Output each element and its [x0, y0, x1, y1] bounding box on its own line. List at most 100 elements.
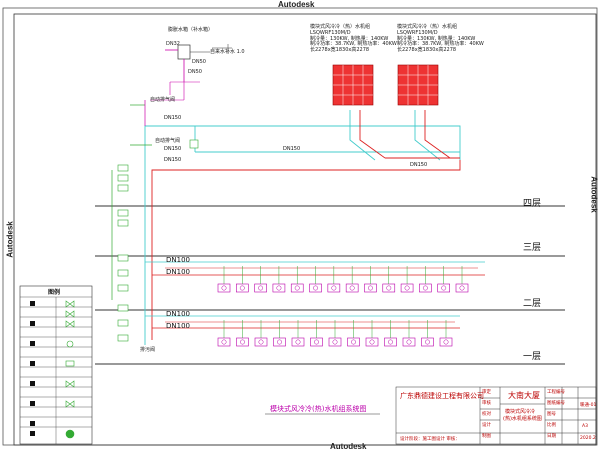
fan-icon	[406, 339, 412, 345]
watermark-right: Autodesk	[589, 176, 599, 213]
dn100-label-2: DN100	[166, 268, 190, 276]
fan-coil-unit	[217, 283, 231, 293]
fan-coil-unit	[400, 283, 414, 293]
fan-coil-unit	[273, 337, 286, 347]
fan-coil-unit	[364, 283, 377, 293]
floor-3-label: 三层	[523, 243, 542, 253]
drawing-name-2: (热)水机组系统图	[503, 416, 542, 422]
fan-icon	[441, 285, 447, 291]
fan-coil-unit	[437, 283, 450, 293]
fan-icon	[349, 285, 355, 291]
dn100-label-1: DN100	[166, 256, 190, 264]
floor-lines	[95, 205, 565, 365]
fan-icon	[313, 285, 318, 291]
drawing-name-1: 模块式风冷冷	[505, 409, 536, 415]
dn150-label-a: DN150	[164, 115, 182, 121]
fan-coil-unit	[328, 337, 342, 347]
fan-coil-unit	[254, 337, 268, 347]
fan-icon	[351, 339, 356, 345]
fan-icon	[221, 339, 227, 345]
fan-coil-unit	[421, 337, 434, 347]
fan-coil-unit	[382, 283, 396, 293]
fan-coil-unit	[439, 337, 453, 347]
fan-coil-unit	[272, 283, 286, 293]
dn150-label-d: DN150	[283, 146, 301, 152]
dn50-label-a: DN50	[188, 69, 202, 75]
legend-title: 图例	[48, 289, 61, 296]
fan-coil-unit	[217, 337, 231, 347]
floor-4-label: 四层	[523, 199, 542, 209]
dn100-label-4: DN100	[166, 322, 190, 330]
legend-rows	[20, 296, 92, 444]
water-supply-note: 自来水补水 1.0	[210, 49, 245, 55]
watermark-top: Autodesk	[278, 0, 315, 9]
fan-icon	[239, 285, 245, 291]
chiller-unit-2	[397, 64, 439, 106]
floor-1-label: 一层	[523, 352, 542, 362]
legend-symbols	[65, 300, 75, 439]
fan-icon	[368, 285, 373, 291]
floor-2-fan-coils	[217, 266, 469, 293]
title-block-fields: 工程编号 图纸编号 图号 比例 日期	[547, 390, 565, 439]
fan-icon	[331, 285, 337, 291]
fan-coil-unit	[365, 337, 379, 347]
legend-black-symbols	[30, 301, 35, 436]
dn150-label-c: DN150	[164, 157, 182, 163]
fan-coil-unit	[310, 337, 323, 347]
drawing-title: 模块式风冷冷(热)水机组系统图	[270, 405, 367, 413]
fan-coil-unit	[402, 337, 416, 347]
fan-icon	[277, 339, 282, 345]
fan-coil-unit	[309, 283, 322, 293]
floor-2-label: 二层	[523, 299, 542, 309]
title-block-footer: 设计阶段：施工图设计 审核：	[400, 437, 460, 442]
auto-vent-label-2: 自动排气阀	[155, 138, 181, 144]
project-name: 大南大厦	[508, 391, 540, 400]
date-value: 2020.2	[580, 436, 596, 441]
watermark-bottom: Autodesk	[330, 442, 367, 451]
dn32-label: DN32	[166, 41, 180, 47]
fan-icon	[459, 285, 465, 291]
drain-valve-label: 排污阀	[140, 347, 156, 353]
sheet-number: 暖通-01	[580, 403, 597, 408]
fan-icon	[295, 339, 301, 345]
auto-vent-label-1: 自动排气阀	[150, 97, 176, 103]
fan-icon	[294, 285, 300, 291]
fan-coil-unit	[290, 283, 304, 293]
fan-coil-unit	[347, 337, 360, 347]
expansion-tank-label: 膨胀水箱（补水箱）	[168, 27, 214, 33]
dn100-label-3: DN100	[166, 310, 190, 318]
fan-icon	[369, 339, 375, 345]
fan-icon	[386, 285, 392, 291]
fan-icon	[388, 339, 393, 345]
fan-icon	[258, 285, 264, 291]
dn150-label-b: DN150	[164, 146, 182, 152]
fan-icon	[443, 339, 449, 345]
fan-coil-unit	[291, 337, 305, 347]
fan-icon	[425, 339, 430, 345]
title-block-grid	[395, 386, 597, 445]
fan-icon	[276, 285, 282, 291]
fan-coil-unit	[384, 337, 397, 347]
dn150-label-e: DN150	[410, 162, 428, 168]
inner-frame	[13, 13, 597, 446]
fan-icon	[314, 339, 319, 345]
title-block-roles: 审定 审核 校对 设计 制图	[482, 390, 491, 439]
main-pipes	[111, 100, 461, 345]
scale-value: A3	[582, 424, 588, 429]
floor-1-fan-coils	[217, 320, 453, 347]
floor-2-branch	[145, 261, 485, 276]
chiller-2-spec: 模块式风冷冷（热）水机组 LSQWRF130M/D 制冷量：130KW, 制热量…	[397, 24, 484, 53]
dn50-label-b: DN50	[192, 59, 206, 65]
watermark-left: Autodesk	[5, 221, 15, 258]
fan-icon	[240, 339, 245, 345]
fan-coil-unit	[236, 337, 249, 347]
fan-coil-unit	[236, 283, 249, 293]
fan-icon	[332, 339, 338, 345]
fan-coil-unit	[419, 283, 432, 293]
fan-icon	[422, 285, 428, 291]
riser-valves	[117, 139, 199, 342]
chiller-unit-1	[332, 64, 374, 106]
company-name: 广东鼎德建设工程有限公司	[400, 392, 484, 400]
expansion-tank-group	[150, 44, 232, 101]
